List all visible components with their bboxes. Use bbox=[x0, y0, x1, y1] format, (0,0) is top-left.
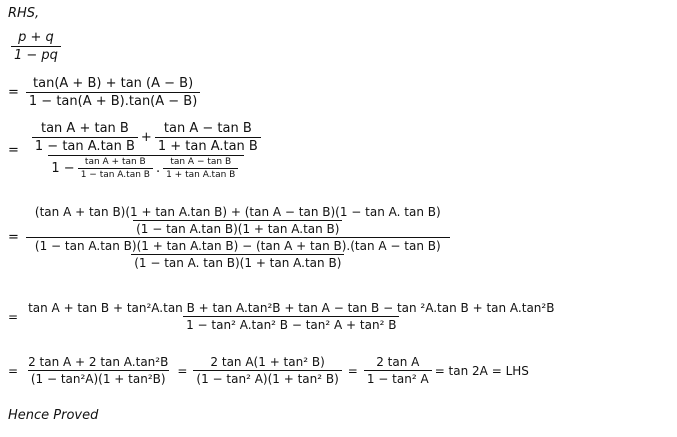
fraction-tan-sum: tan(A + B) + tan (A − B) 1 − tan(A + B).… bbox=[25, 76, 201, 109]
step-0: p + q 1 − pq bbox=[8, 30, 64, 63]
fraction-p-q: p + q 1 − pq bbox=[11, 30, 61, 63]
step-5: = 2 tan A + 2 tan A.tan²B(1 − tan²A)(1 +… bbox=[8, 355, 529, 386]
step-3: = (tan A + tan B)(1 + tan A.tan B) + (ta… bbox=[8, 205, 453, 270]
rhs-label: RHS, bbox=[8, 6, 40, 21]
expanded-compound-fraction: (tan A + tan B)(1 + tan A.tan B) + (tan … bbox=[25, 205, 450, 270]
expanded-fraction: tan A + tan B + tan²A.tan B + tan A.tan²… bbox=[28, 301, 555, 332]
conclusion: Hence Proved bbox=[8, 408, 99, 423]
step-1: = tan(A + B) + tan (A − B) 1 − tan(A + B… bbox=[8, 76, 203, 109]
step-4: = tan A + tan B + tan²A.tan B + tan A.ta… bbox=[8, 301, 560, 332]
